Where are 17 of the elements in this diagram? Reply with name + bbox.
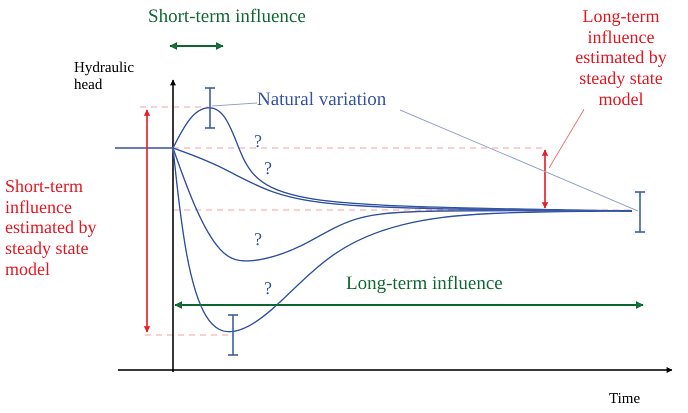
annotation-text: Long-term influence [346,273,504,295]
axis-label: Hydraulic head [74,60,135,94]
leader-line [548,108,584,168]
annotation-text: Short-term influence estimated by steady state model [5,176,98,280]
leader-line [212,102,258,106]
error-bar [634,191,646,233]
axis-label: Time [609,391,642,408]
callout-text: Long-term influence estimated by steady state model [562,6,680,110]
question-mark: ? [264,158,273,179]
heading-text: Short-term influence [148,6,307,28]
leader-line [400,110,638,212]
double-arrow [542,149,548,209]
question-mark: ? [254,229,263,250]
error-bar [204,87,216,129]
callout-text: Natural variation [257,89,407,111]
question-mark: ? [264,278,273,299]
question-mark: ? [254,131,263,152]
